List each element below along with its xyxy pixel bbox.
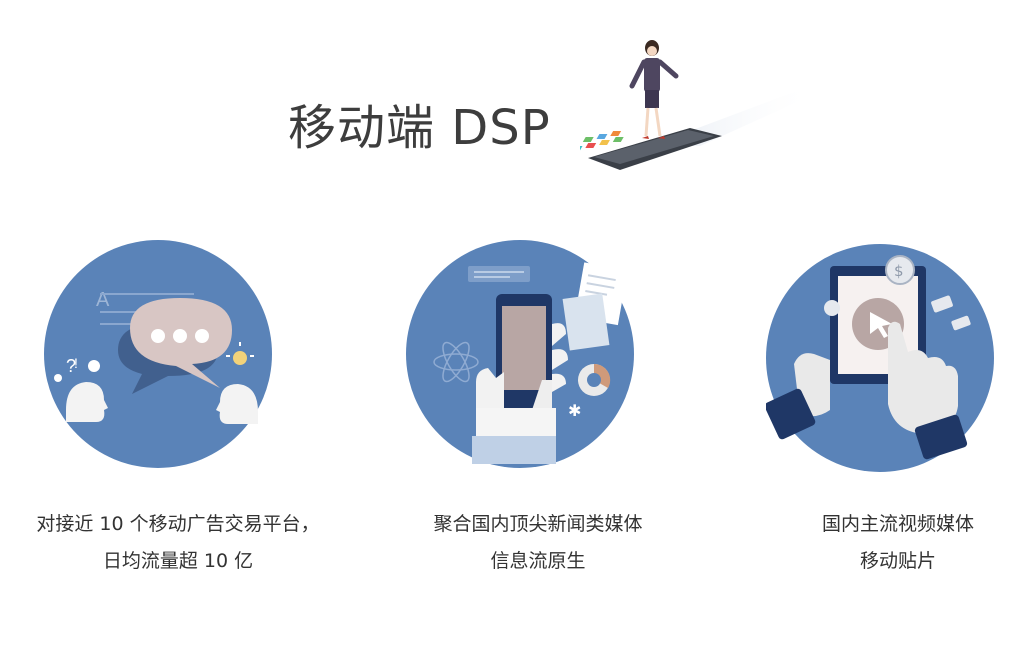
svg-text:!: ! [74,355,78,371]
svg-text:A: A [96,289,110,311]
feature-caption-video: 国内主流视频媒体 移动贴片 [720,506,1022,580]
hands-tablet-tap-icon: $ [766,244,994,472]
svg-text:$: $ [894,262,904,280]
caption-line: 信息流原生 [490,550,586,572]
svg-text:?: ? [66,356,76,376]
caption-line: 日均流量超 10 亿 [102,550,254,572]
woman-on-phone-illustration [580,40,815,170]
feature-caption-exchange: 对接近 10 个移动广告交易平台， 日均流量超 10 亿 [0,506,356,580]
svg-text:✱: ✱ [568,401,581,420]
caption-line: 国内主流视频媒体 [821,513,974,535]
feature-caption-news-feed: 聚合国内顶尖新闻类媒体 信息流原生 [360,506,716,580]
chat-bubbles-icon: A ? ! [44,240,272,468]
page-title: 移动端 DSP [288,100,551,156]
caption-line: 对接近 10 个移动广告交易平台， [36,513,320,535]
hand-holding-phone-icon: ✱ [406,240,634,468]
caption-line: 移动贴片 [859,550,936,572]
caption-line: 聚合国内顶尖新闻类媒体 [433,513,643,535]
